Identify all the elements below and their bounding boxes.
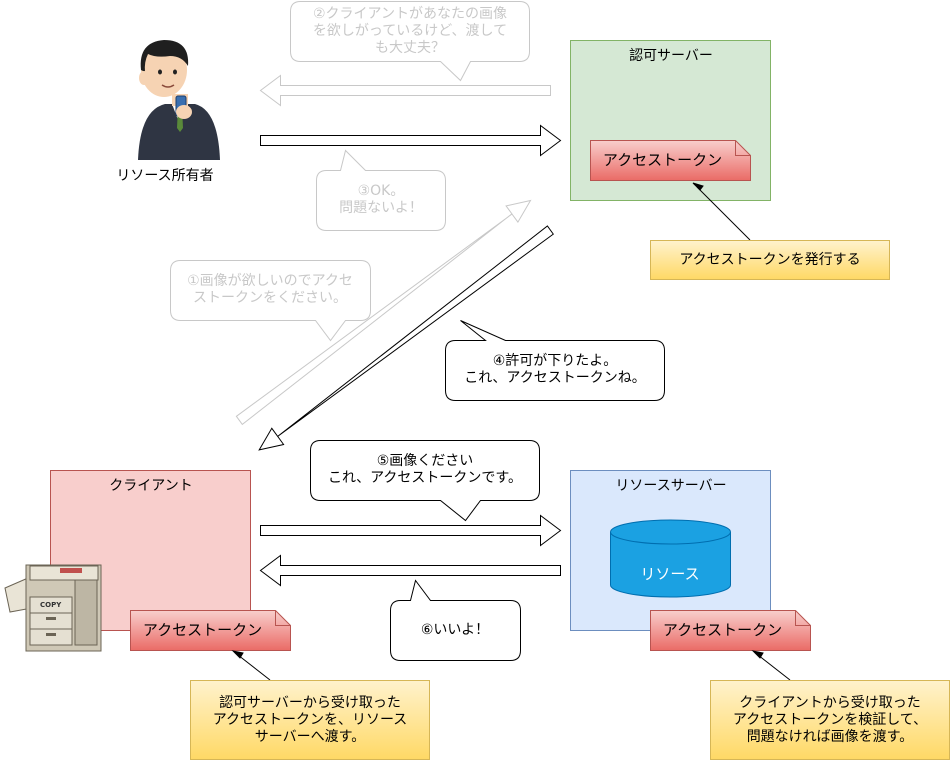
callout-step4: ④許可が下りたよ。 これ、アクセストークンね。	[464, 353, 646, 386]
client-token-label: アクセストークン	[142, 621, 263, 639]
resource-server-note: クライアントから受け取った アクセストークンを検証して、 問題なければ画像を渡す…	[710, 680, 950, 760]
bubble-step6	[390, 579, 521, 661]
resource-owner-person	[138, 40, 220, 160]
bubble-step5	[310, 440, 540, 522]
callout-step6: ⑥いいよ！	[420, 622, 490, 638]
owner-label: リソース所有者	[116, 168, 214, 184]
auth-server-token-label: アクセストークン	[602, 151, 723, 169]
auth-token-shape	[590, 140, 751, 181]
client-note: 認可サーバーから受け取った アクセストークンを、リソース サーバーへ渡す。	[190, 680, 430, 760]
arrow-auth-to-owner	[259, 74, 551, 107]
client-token-shape	[130, 610, 291, 651]
arrow-auth-to-client	[258, 225, 554, 451]
arrow-owner-to-auth	[260, 124, 562, 157]
arrow-client-to-resource	[260, 514, 562, 547]
auth-token-fold	[735, 140, 751, 156]
callout-step3: ③OK。 問題ないよ！	[339, 183, 423, 216]
callout-step1: ①画像が欲しいのでアクセ ストークンをください。	[187, 273, 353, 306]
copier-illustration	[4, 564, 102, 652]
resource-server-title: リソースサーバー	[615, 478, 727, 494]
auth-server-note: アクセストークンを発行する	[650, 240, 890, 280]
callout-step5: ⑤画像ください これ、アクセストークンです。	[327, 453, 523, 486]
auth-server-title: 認可サーバー	[629, 48, 713, 64]
connector-client-note	[231, 650, 271, 681]
bubble-step3	[316, 149, 446, 231]
arrow-client-to-auth	[235, 199, 532, 426]
bubble-step1	[170, 260, 371, 342]
connector-resource-note	[751, 650, 791, 681]
copier-label: COPY	[40, 601, 62, 609]
client-title: クライアント	[109, 478, 193, 494]
connector-auth-note	[692, 182, 751, 241]
resource-db-label: リソース	[640, 565, 700, 583]
client-token-fold	[275, 610, 291, 626]
resource-token-shape	[650, 610, 811, 651]
resource-database	[610, 519, 731, 598]
arrow-resource-to-client	[259, 554, 561, 587]
callout-step2: ②クライアントがあなたの画像 を欲しがっているけど、渡して も大丈夫？	[312, 6, 508, 56]
bubble-step4	[445, 320, 665, 401]
bubble-step2	[290, 1, 530, 82]
resource-token-fold	[795, 610, 811, 626]
resource-token-label: アクセストークン	[662, 621, 783, 639]
